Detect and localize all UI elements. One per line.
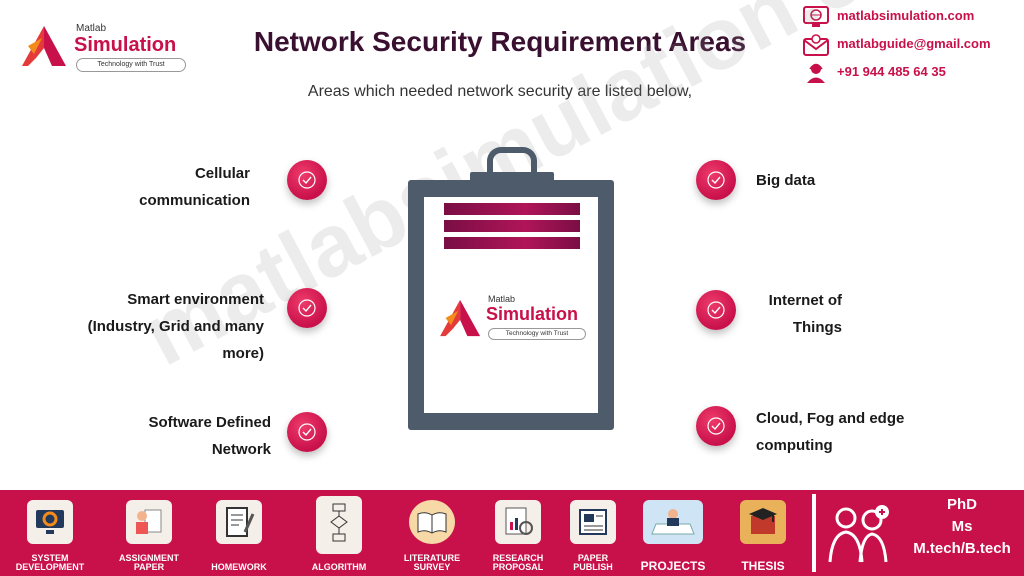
logo-wordmark: Simulation xyxy=(486,304,579,324)
paper-bar xyxy=(444,220,580,232)
email-text: matlabguide@gmail.com xyxy=(837,36,991,51)
item-line: more) xyxy=(222,345,264,362)
item-line: computing xyxy=(756,437,833,454)
item-line: Big data xyxy=(756,172,816,189)
item-line: Things xyxy=(792,319,842,336)
degree-phd: PhD xyxy=(947,496,977,513)
logo-prefix: Matlab xyxy=(76,23,107,34)
item-cellular-communication: Cellular communication xyxy=(110,160,250,214)
contact-phone[interactable]: +91 944 485 64 35 xyxy=(801,60,1016,88)
clipboard-ring xyxy=(487,147,537,187)
footer-item-algorithm[interactable]: ALGORITHM xyxy=(300,490,378,576)
footer-item-projects[interactable]: PROJECTS xyxy=(632,490,714,576)
check-badge xyxy=(287,288,327,328)
logo-mark-icon xyxy=(22,26,66,66)
footer-label: THESIS xyxy=(741,559,785,573)
check-badge xyxy=(696,160,736,200)
contact-email[interactable]: matlabguide@gmail.com xyxy=(801,32,1016,60)
paper-bar xyxy=(444,237,580,249)
footer-item-thesis[interactable]: THESIS xyxy=(726,490,800,576)
logo-wordmark: Simulation xyxy=(74,34,177,56)
clipboard-clip xyxy=(470,172,554,186)
footer-label: HOMEWORK xyxy=(211,562,267,572)
logo-prefix: Matlab xyxy=(488,294,516,304)
check-circle-icon xyxy=(707,417,725,435)
flowchart-icon xyxy=(316,496,362,554)
item-line: communication xyxy=(139,192,250,209)
brand-logo: Matlab Simulation Technology with Trust xyxy=(22,20,192,76)
notebook-pen-icon xyxy=(216,500,262,544)
person-paper-icon xyxy=(126,500,172,544)
item-line: (Industry, Grid and many xyxy=(87,318,264,335)
contact-website[interactable]: matlabsimulation.com xyxy=(801,4,1016,32)
item-big-data: Big data xyxy=(756,167,916,194)
document-chart-icon xyxy=(495,500,541,544)
item-cloud-fog-edge: Cloud, Fog and edge computing xyxy=(756,405,936,459)
footer-divider xyxy=(812,494,816,572)
check-badge xyxy=(287,160,327,200)
item-line: Cellular xyxy=(194,165,250,182)
email-icon xyxy=(803,34,829,56)
check-circle-icon xyxy=(298,423,316,441)
doctor-student-icon xyxy=(828,505,889,563)
footer-item-homework[interactable]: HOMEWORK xyxy=(200,490,278,576)
degree-list: PhD Ms M.tech/B.tech xyxy=(900,494,1024,560)
item-smart-environment: Smart environment (Industry, Grid and ma… xyxy=(70,286,264,367)
check-badge xyxy=(287,412,327,452)
logo-tagline: Technology with Trust xyxy=(488,328,586,340)
check-badge xyxy=(696,290,736,330)
check-circle-icon xyxy=(298,299,316,317)
check-circle-icon xyxy=(298,171,316,189)
item-line: Smart environment xyxy=(127,291,264,308)
item-software-defined-network: Software Defined Network xyxy=(110,409,271,463)
monitor-gear-icon xyxy=(27,500,73,544)
footer-label: ALGORITHM xyxy=(311,562,367,572)
degree-mtech-btech: M.tech/B.tech xyxy=(913,540,1011,557)
support-agent-icon xyxy=(807,63,825,83)
item-line: Cloud, Fog and edge xyxy=(756,410,905,427)
logo-mark-icon xyxy=(440,299,481,337)
newspaper-icon xyxy=(570,500,616,544)
graduation-book-icon xyxy=(740,500,786,544)
degree-ms: Ms xyxy=(951,518,973,535)
item-internet-of-things: Internet of Things xyxy=(752,287,842,341)
footer-label: PROJECTS xyxy=(640,559,706,573)
phone-text: +91 944 485 64 35 xyxy=(837,64,946,79)
check-badge xyxy=(696,406,736,446)
page-title: Network Security Requirement Areas xyxy=(253,26,747,57)
page-subtitle: Areas which needed network security are … xyxy=(307,83,693,100)
open-book-icon xyxy=(409,500,455,544)
monitor-globe-icon xyxy=(803,6,829,27)
website-text: matlabsimulation.com xyxy=(837,8,975,23)
blueprint-person-icon xyxy=(643,500,703,544)
item-line: Network xyxy=(211,441,271,458)
paper-bar xyxy=(444,203,580,215)
contact-block: matlabsimulation.com matlabguide@gmail.c… xyxy=(801,4,1016,88)
check-circle-icon xyxy=(707,171,725,189)
clipboard-logo: Matlab Simulation Technology with Trust xyxy=(440,294,600,344)
item-line: Software Defined xyxy=(148,414,271,431)
item-line: Internet of xyxy=(768,292,842,309)
check-circle-icon xyxy=(707,301,725,319)
logo-tagline: Technology with Trust xyxy=(76,58,186,72)
clipboard-paper xyxy=(424,197,598,413)
